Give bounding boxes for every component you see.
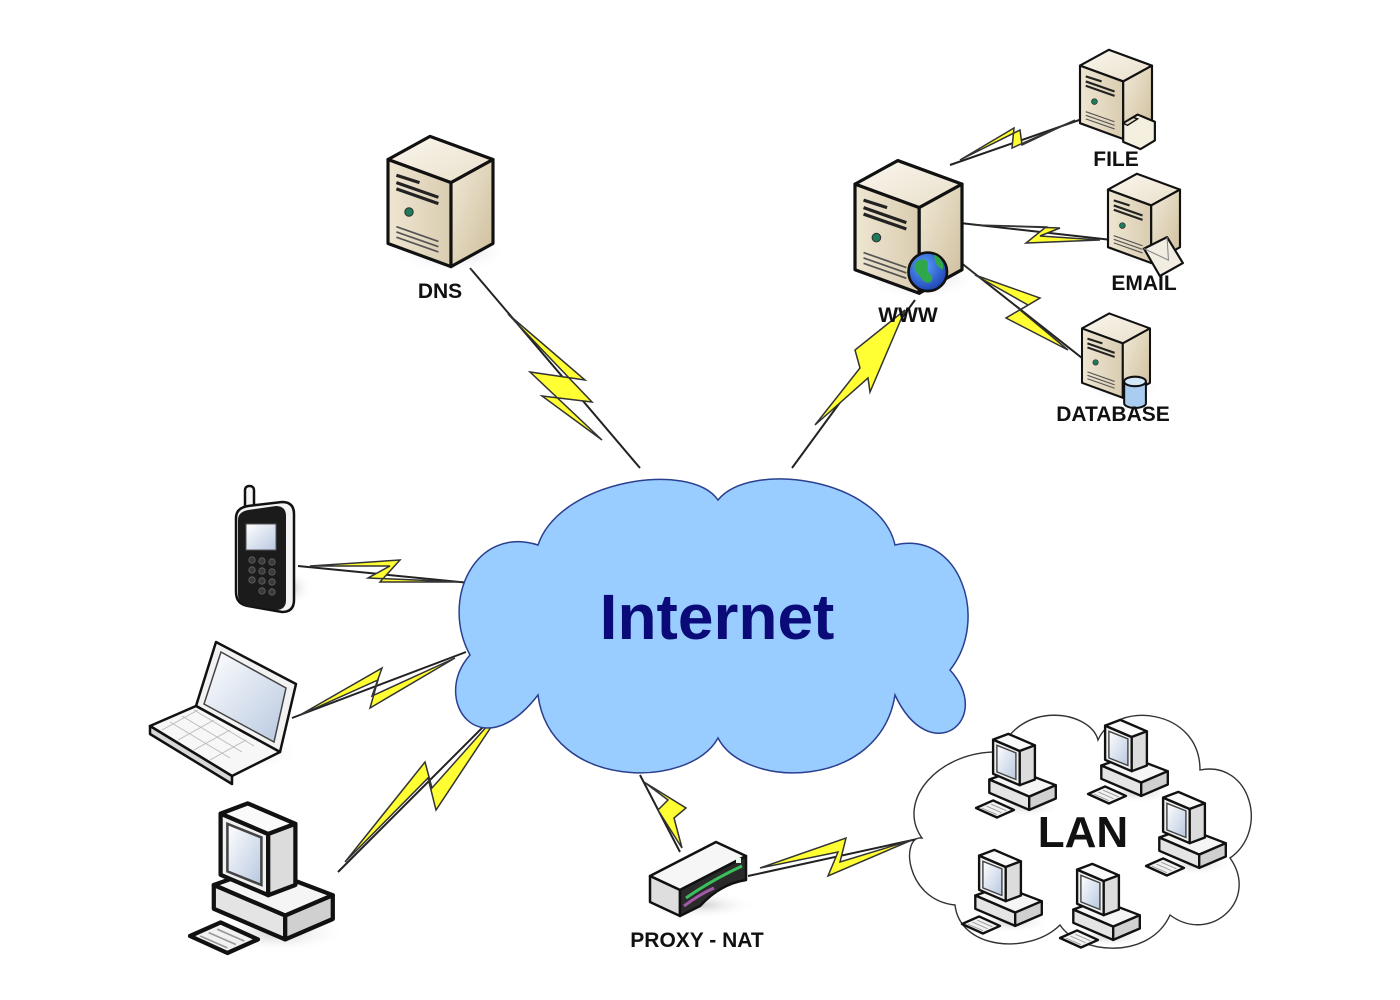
email-server[interactable] — [1106, 172, 1192, 278]
file-server[interactable] — [1078, 48, 1164, 151]
proxy-nat-router[interactable] — [644, 840, 756, 919]
proxy-nat-label: PROXY - NAT — [630, 929, 764, 952]
links — [291, 117, 1113, 878]
lan-cloud[interactable] — [908, 714, 1252, 949]
www-label: WWW — [878, 304, 938, 327]
mobile-phone-icon — [234, 484, 312, 614]
folder-icon — [1121, 113, 1156, 151]
link-www-email — [959, 222, 1113, 244]
laptop[interactable] — [148, 640, 298, 786]
mobile-phone[interactable] — [234, 484, 312, 614]
email-label: EMAIL — [1111, 272, 1177, 295]
file-label: FILE — [1093, 148, 1139, 171]
envelope-icon — [1142, 236, 1184, 278]
desktop-computer-icon — [190, 803, 346, 953]
router-icon — [644, 840, 756, 919]
desktop-computer[interactable] — [190, 803, 346, 953]
database-label: DATABASE — [1056, 403, 1170, 426]
internet-label: Internet — [599, 581, 835, 653]
link-laptop-internet — [291, 651, 467, 719]
link-www-database — [959, 261, 1083, 359]
database-cylinder-icon — [1123, 375, 1147, 409]
database-server[interactable] — [1080, 312, 1162, 409]
server-icon — [1080, 312, 1162, 403]
internet-cloud[interactable] — [454, 478, 969, 774]
laptop-icon — [148, 640, 298, 786]
server-icon — [386, 134, 511, 275]
cloud-icon — [454, 478, 969, 774]
link-internet-proxy — [639, 774, 688, 853]
dns-server[interactable] — [386, 134, 511, 275]
link-dns-internet — [469, 267, 641, 469]
link-proxy-lan — [747, 836, 923, 878]
link-www-file — [949, 117, 1086, 166]
link-www-internet — [791, 299, 916, 469]
dns-label: DNS — [417, 280, 463, 303]
link-phone-internet — [297, 559, 471, 584]
www-server[interactable] — [853, 158, 980, 302]
globe-icon — [907, 251, 949, 293]
lan-label: LAN — [1037, 808, 1129, 857]
